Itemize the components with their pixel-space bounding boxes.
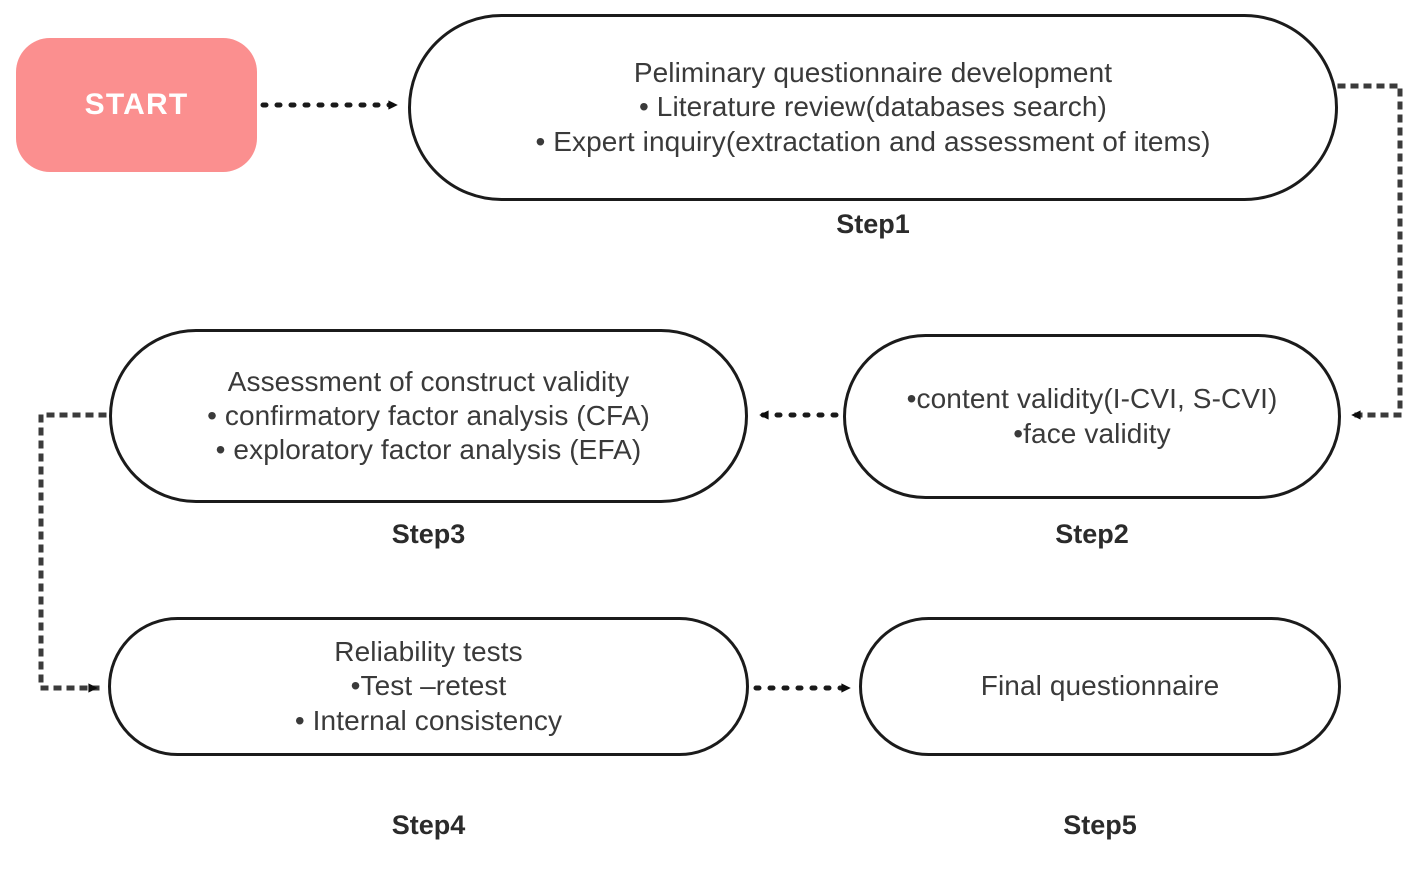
step4-node[interactable]: Reliability tests •Test –retest • Intern… bbox=[108, 617, 749, 756]
connector-step1-to-step2 bbox=[1337, 83, 1403, 420]
step3-caption: Step3 bbox=[391, 519, 466, 549]
step2-caption: Step2 bbox=[1055, 519, 1129, 549]
step1-node[interactable]: Peliminary questionnaire development • L… bbox=[408, 14, 1338, 201]
step2-node[interactable]: •content validity(I-CVI, S-CVI) •face va… bbox=[843, 334, 1341, 499]
step3-node-text: Assessment of construct validity • confi… bbox=[207, 365, 650, 466]
start-node-label: START bbox=[84, 88, 189, 121]
step1-node-text: Peliminary questionnaire development • L… bbox=[535, 57, 1211, 157]
start-node[interactable]: START bbox=[16, 38, 257, 172]
step2-node-text: •content validity(I-CVI, S-CVI) •face va… bbox=[906, 383, 1278, 449]
step3-node[interactable]: Assessment of construct validity • confi… bbox=[109, 329, 748, 503]
connector-step3-to-step4 bbox=[38, 412, 107, 693]
step4-node-text: Reliability tests •Test –retest • Intern… bbox=[294, 636, 563, 736]
step4-caption: Step4 bbox=[391, 810, 466, 840]
step5-caption: Step5 bbox=[1063, 810, 1137, 840]
step5-node[interactable]: Final questionnaire bbox=[859, 617, 1341, 756]
step5-node-text: Final questionnaire bbox=[980, 670, 1220, 702]
step1-caption: Step1 bbox=[836, 209, 910, 239]
